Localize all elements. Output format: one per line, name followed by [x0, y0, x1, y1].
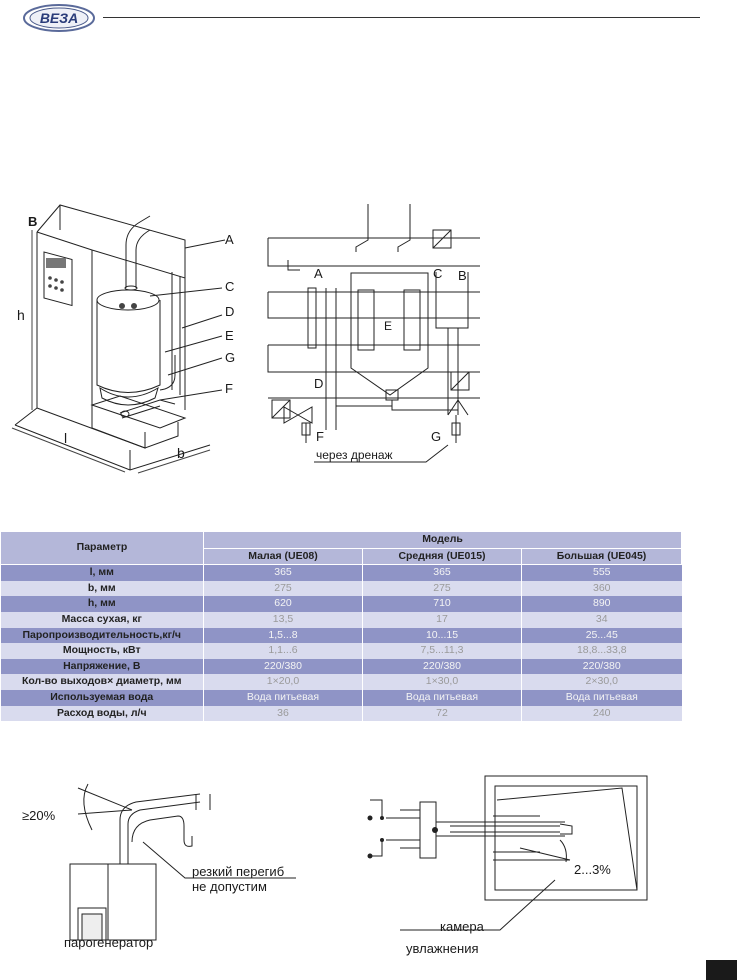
model-small: Малая (UE08): [203, 547, 363, 566]
value-cell: 72: [362, 705, 522, 722]
value-cell: 220/380: [520, 658, 682, 675]
label-c: C: [225, 279, 234, 294]
value-cell: 365: [362, 564, 522, 581]
sharp-bend-line2: не допустим: [192, 879, 267, 894]
slope-right-label: 2...3%: [574, 862, 611, 877]
steam-pipe-slope-diagram: ≥20% резкий перегиб не допустим парогене…: [22, 783, 296, 950]
value-cell: 1,5...8: [203, 627, 363, 644]
param-cell: b, мм: [0, 580, 204, 597]
label-a: A: [225, 232, 234, 247]
logo-text: ВЕЗА: [40, 10, 78, 26]
value-cell: 1,1...6: [203, 643, 363, 659]
value-cell: 36: [203, 705, 363, 722]
scheme-label-b: B: [458, 268, 467, 283]
model-medium: Средняя (UE015): [362, 547, 522, 566]
label-f: F: [225, 381, 233, 396]
param-header: Параметр: [0, 530, 204, 566]
param-cell: Напряжение, В: [0, 658, 204, 675]
value-cell: 710: [362, 596, 522, 612]
label-e: E: [225, 328, 234, 343]
param-cell: Паропроизводительность,кг/ч: [0, 627, 204, 644]
value-cell: 2×30,0: [520, 674, 682, 690]
value-cell: 620: [203, 596, 363, 612]
value-cell: 890: [520, 596, 682, 612]
page-corner-tab: [706, 960, 737, 980]
value-cell: 360: [520, 580, 682, 597]
label-g: G: [225, 350, 235, 365]
value-cell: 275: [203, 580, 363, 597]
value-cell: Вода питьевая: [520, 689, 682, 706]
label-b-panel: B: [28, 214, 37, 229]
value-cell: 18,8...33,8: [520, 643, 682, 659]
param-cell: l, мм: [0, 564, 204, 581]
value-cell: 13,5: [203, 611, 363, 628]
value-cell: 365: [203, 564, 363, 581]
param-cell: Кол-во выходов× диаметр, мм: [0, 674, 204, 690]
drain-label: через дренаж: [316, 448, 393, 462]
value-cell: Вода питьевая: [362, 689, 522, 706]
scheme-label-c: C: [433, 266, 442, 281]
generator-label: парогенератор: [64, 935, 153, 950]
humidifier-isometric-drawing: B h l b A C D E G F: [11, 204, 235, 474]
value-cell: 10...15: [362, 627, 522, 644]
value-cell: Вода питьевая: [203, 689, 363, 706]
value-cell: 1×20,0: [203, 674, 363, 690]
value-cell: 240: [520, 705, 682, 722]
value-cell: 25...45: [520, 627, 682, 644]
scheme-label-f: F: [316, 429, 324, 444]
value-cell: 220/380: [362, 658, 522, 675]
model-large: Большая (UE045): [520, 547, 683, 566]
label-d: D: [225, 304, 234, 319]
param-cell: Используемая вода: [0, 689, 204, 706]
value-cell: 34: [520, 611, 682, 628]
value-cell: 7,5...11,3: [362, 643, 522, 659]
scheme-label-d: D: [314, 376, 323, 391]
sharp-bend-line1: резкий перегиб: [192, 864, 284, 879]
veza-logo: ВЕЗА: [23, 4, 95, 32]
param-cell: Расход воды, л/ч: [0, 705, 204, 722]
scheme-label-e: E: [384, 319, 392, 333]
scheme-label-a: A: [314, 266, 323, 281]
humidifying-chamber-diagram: 2...3% камера увлажнения: [367, 775, 648, 956]
spec-table: Параметр Модель Малая (UE08) Средняя (UE…: [0, 530, 683, 722]
value-cell: 1×30,0: [362, 674, 522, 690]
value-cell: 275: [362, 580, 522, 597]
label-l: l: [64, 430, 67, 446]
value-cell: 555: [520, 564, 682, 581]
label-h: h: [17, 307, 25, 323]
param-cell: Масса сухая, кг: [0, 611, 204, 628]
chamber-line2: увлажнения: [406, 941, 479, 956]
scheme-label-g: G: [431, 429, 441, 444]
param-cell: h, мм: [0, 596, 204, 612]
slope-left-label: ≥20%: [22, 808, 56, 823]
param-cell: Мощность, кВт: [0, 643, 204, 659]
label-b-depth: b: [177, 445, 185, 461]
value-cell: 220/380: [203, 658, 363, 675]
chamber-line1: камера: [440, 919, 485, 934]
model-header: Модель: [202, 531, 683, 549]
value-cell: 17: [362, 611, 522, 628]
humidifier-scheme-diagram: A C B E D F G через дренаж: [267, 204, 480, 463]
header-rule: [103, 17, 700, 18]
